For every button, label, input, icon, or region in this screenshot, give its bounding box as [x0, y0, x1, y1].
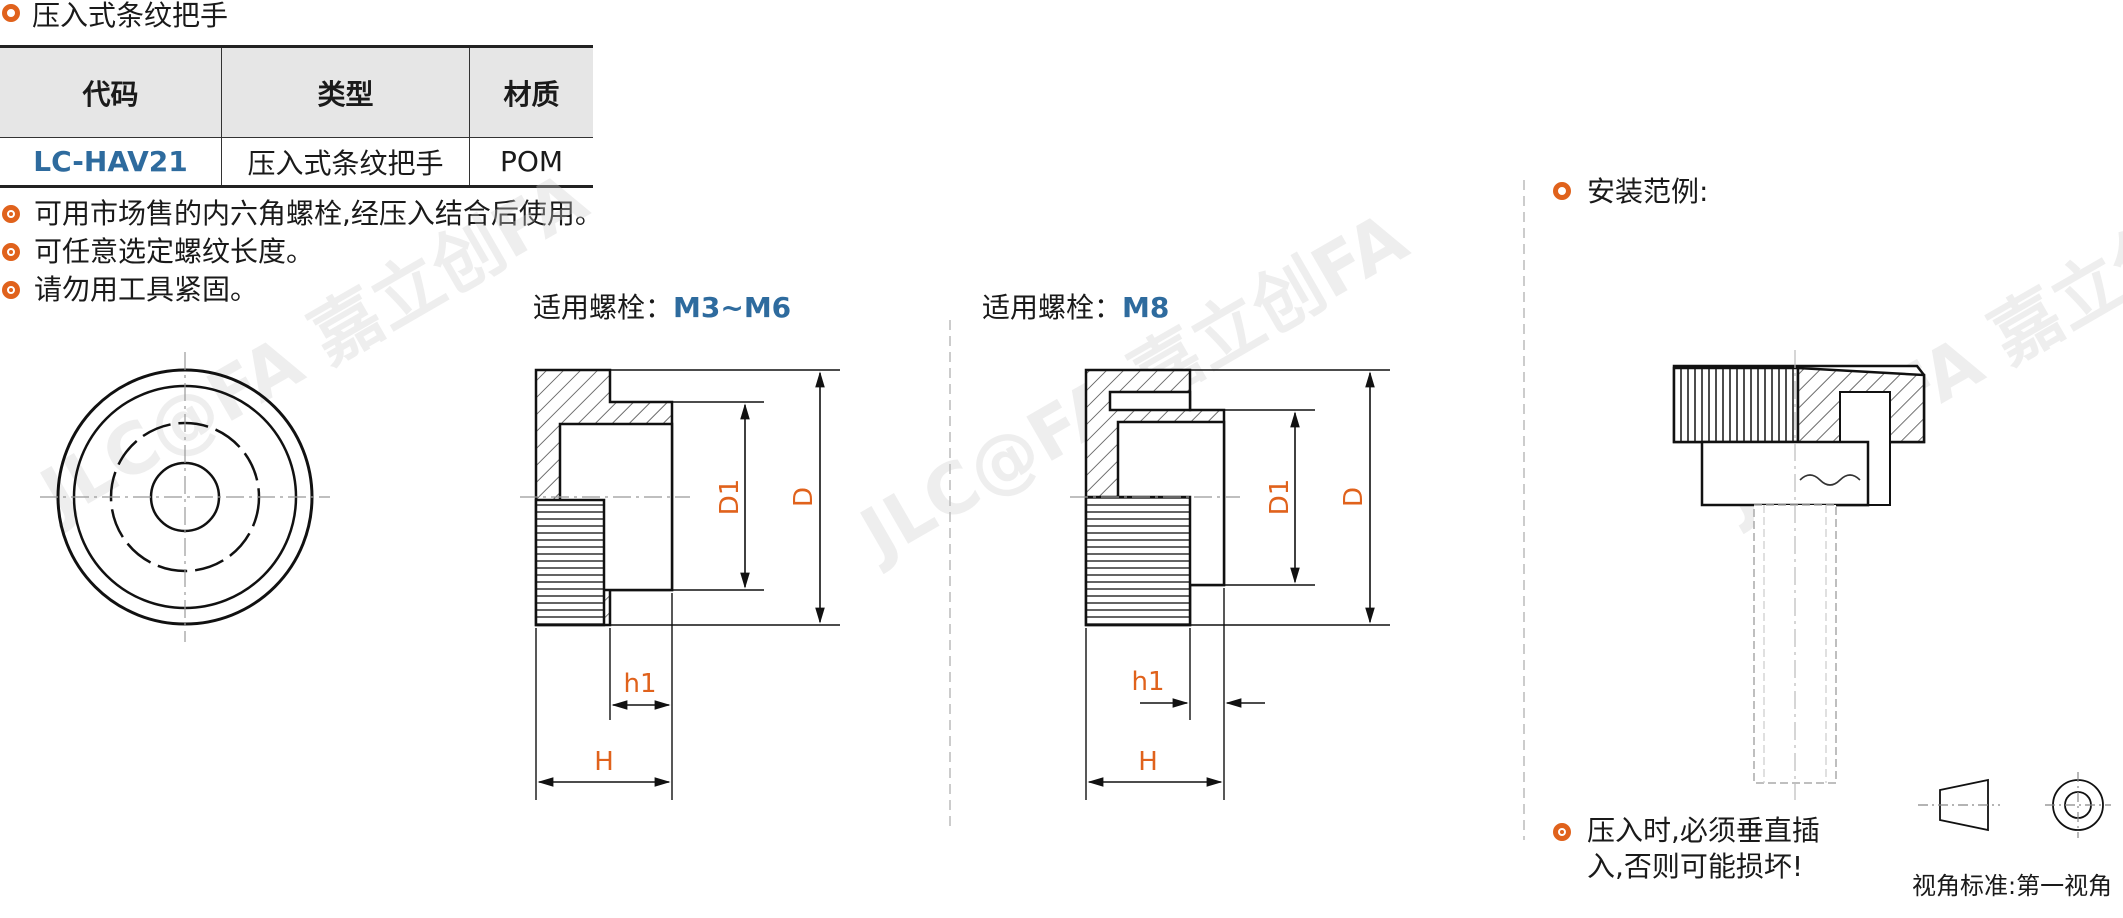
feature-item-2: 可任意选定螺纹长度。 — [34, 235, 315, 268]
table-header-code: 代码 — [0, 45, 222, 138]
table-header-material: 材质 — [469, 45, 593, 138]
install-note-line-1: 压入时,必须垂直插 — [1587, 814, 1820, 847]
drawing-a-caption: 适用螺栓：M3~M6 — [533, 292, 791, 324]
dim-D1-a: D1 — [715, 479, 745, 516]
install-note: 压入时,必须垂直插 入,否则可能损坏! — [1587, 813, 1820, 885]
table-cell-type: 压入式条纹把手 — [221, 137, 470, 188]
dim-D-b: D — [1339, 487, 1369, 507]
section-drawing-a: D D1 h1 H — [520, 368, 840, 800]
install-note-line-2: 入,否则可能损坏! — [1587, 850, 1804, 883]
feature-bullet-icon — [2, 205, 20, 223]
drawing-a-label: 适用螺栓： — [533, 291, 674, 324]
table-cell-code[interactable]: LC-HAV21 — [0, 137, 222, 188]
view-standard-label: 视角标准:第一视角 — [1912, 872, 2113, 900]
spec-table: 代码 类型 材质 LC-HAV21 压入式条纹把手 POM — [0, 45, 593, 188]
feature-bullet-icon — [2, 243, 20, 261]
drawing-b-caption: 适用螺栓：M8 — [982, 292, 1169, 324]
title-bullet-icon — [2, 4, 20, 22]
install-example-drawing — [1672, 350, 1926, 800]
page-title: 压入式条纹把手 — [32, 0, 229, 32]
dim-H-a: H — [594, 747, 614, 777]
top-view-drawing — [40, 352, 330, 642]
feature-item-3: 请勿用工具紧固。 — [34, 273, 259, 306]
drawing-b-label: 适用螺栓： — [982, 291, 1123, 324]
table-header-row: 代码 类型 材质 — [0, 45, 593, 138]
dim-D1-b: D1 — [1265, 479, 1295, 516]
table-header-type: 类型 — [221, 45, 470, 138]
table-cell-material: POM — [469, 137, 593, 188]
drawing-b-bolt-size: M8 — [1122, 291, 1170, 324]
feature-item-1: 可用市场售的内六角螺栓,经压入结合后使用。 — [34, 197, 603, 230]
install-bullet-icon — [1553, 182, 1571, 200]
dim-H-b: H — [1138, 747, 1158, 777]
first-angle-projection-icon — [1918, 772, 2111, 838]
feature-bullet-icon — [2, 281, 20, 299]
dim-h1-a: h1 — [623, 669, 656, 699]
drawing-a-bolt-size: M3~M6 — [673, 291, 792, 324]
table-row: LC-HAV21 压入式条纹把手 POM — [0, 137, 593, 188]
dim-D-a: D — [789, 487, 819, 507]
install-note-bullet-icon — [1553, 823, 1571, 841]
install-title: 安装范例: — [1587, 175, 1709, 208]
section-drawing-b: D D1 h1 H — [1070, 368, 1390, 800]
dim-h1-b: h1 — [1131, 667, 1164, 697]
